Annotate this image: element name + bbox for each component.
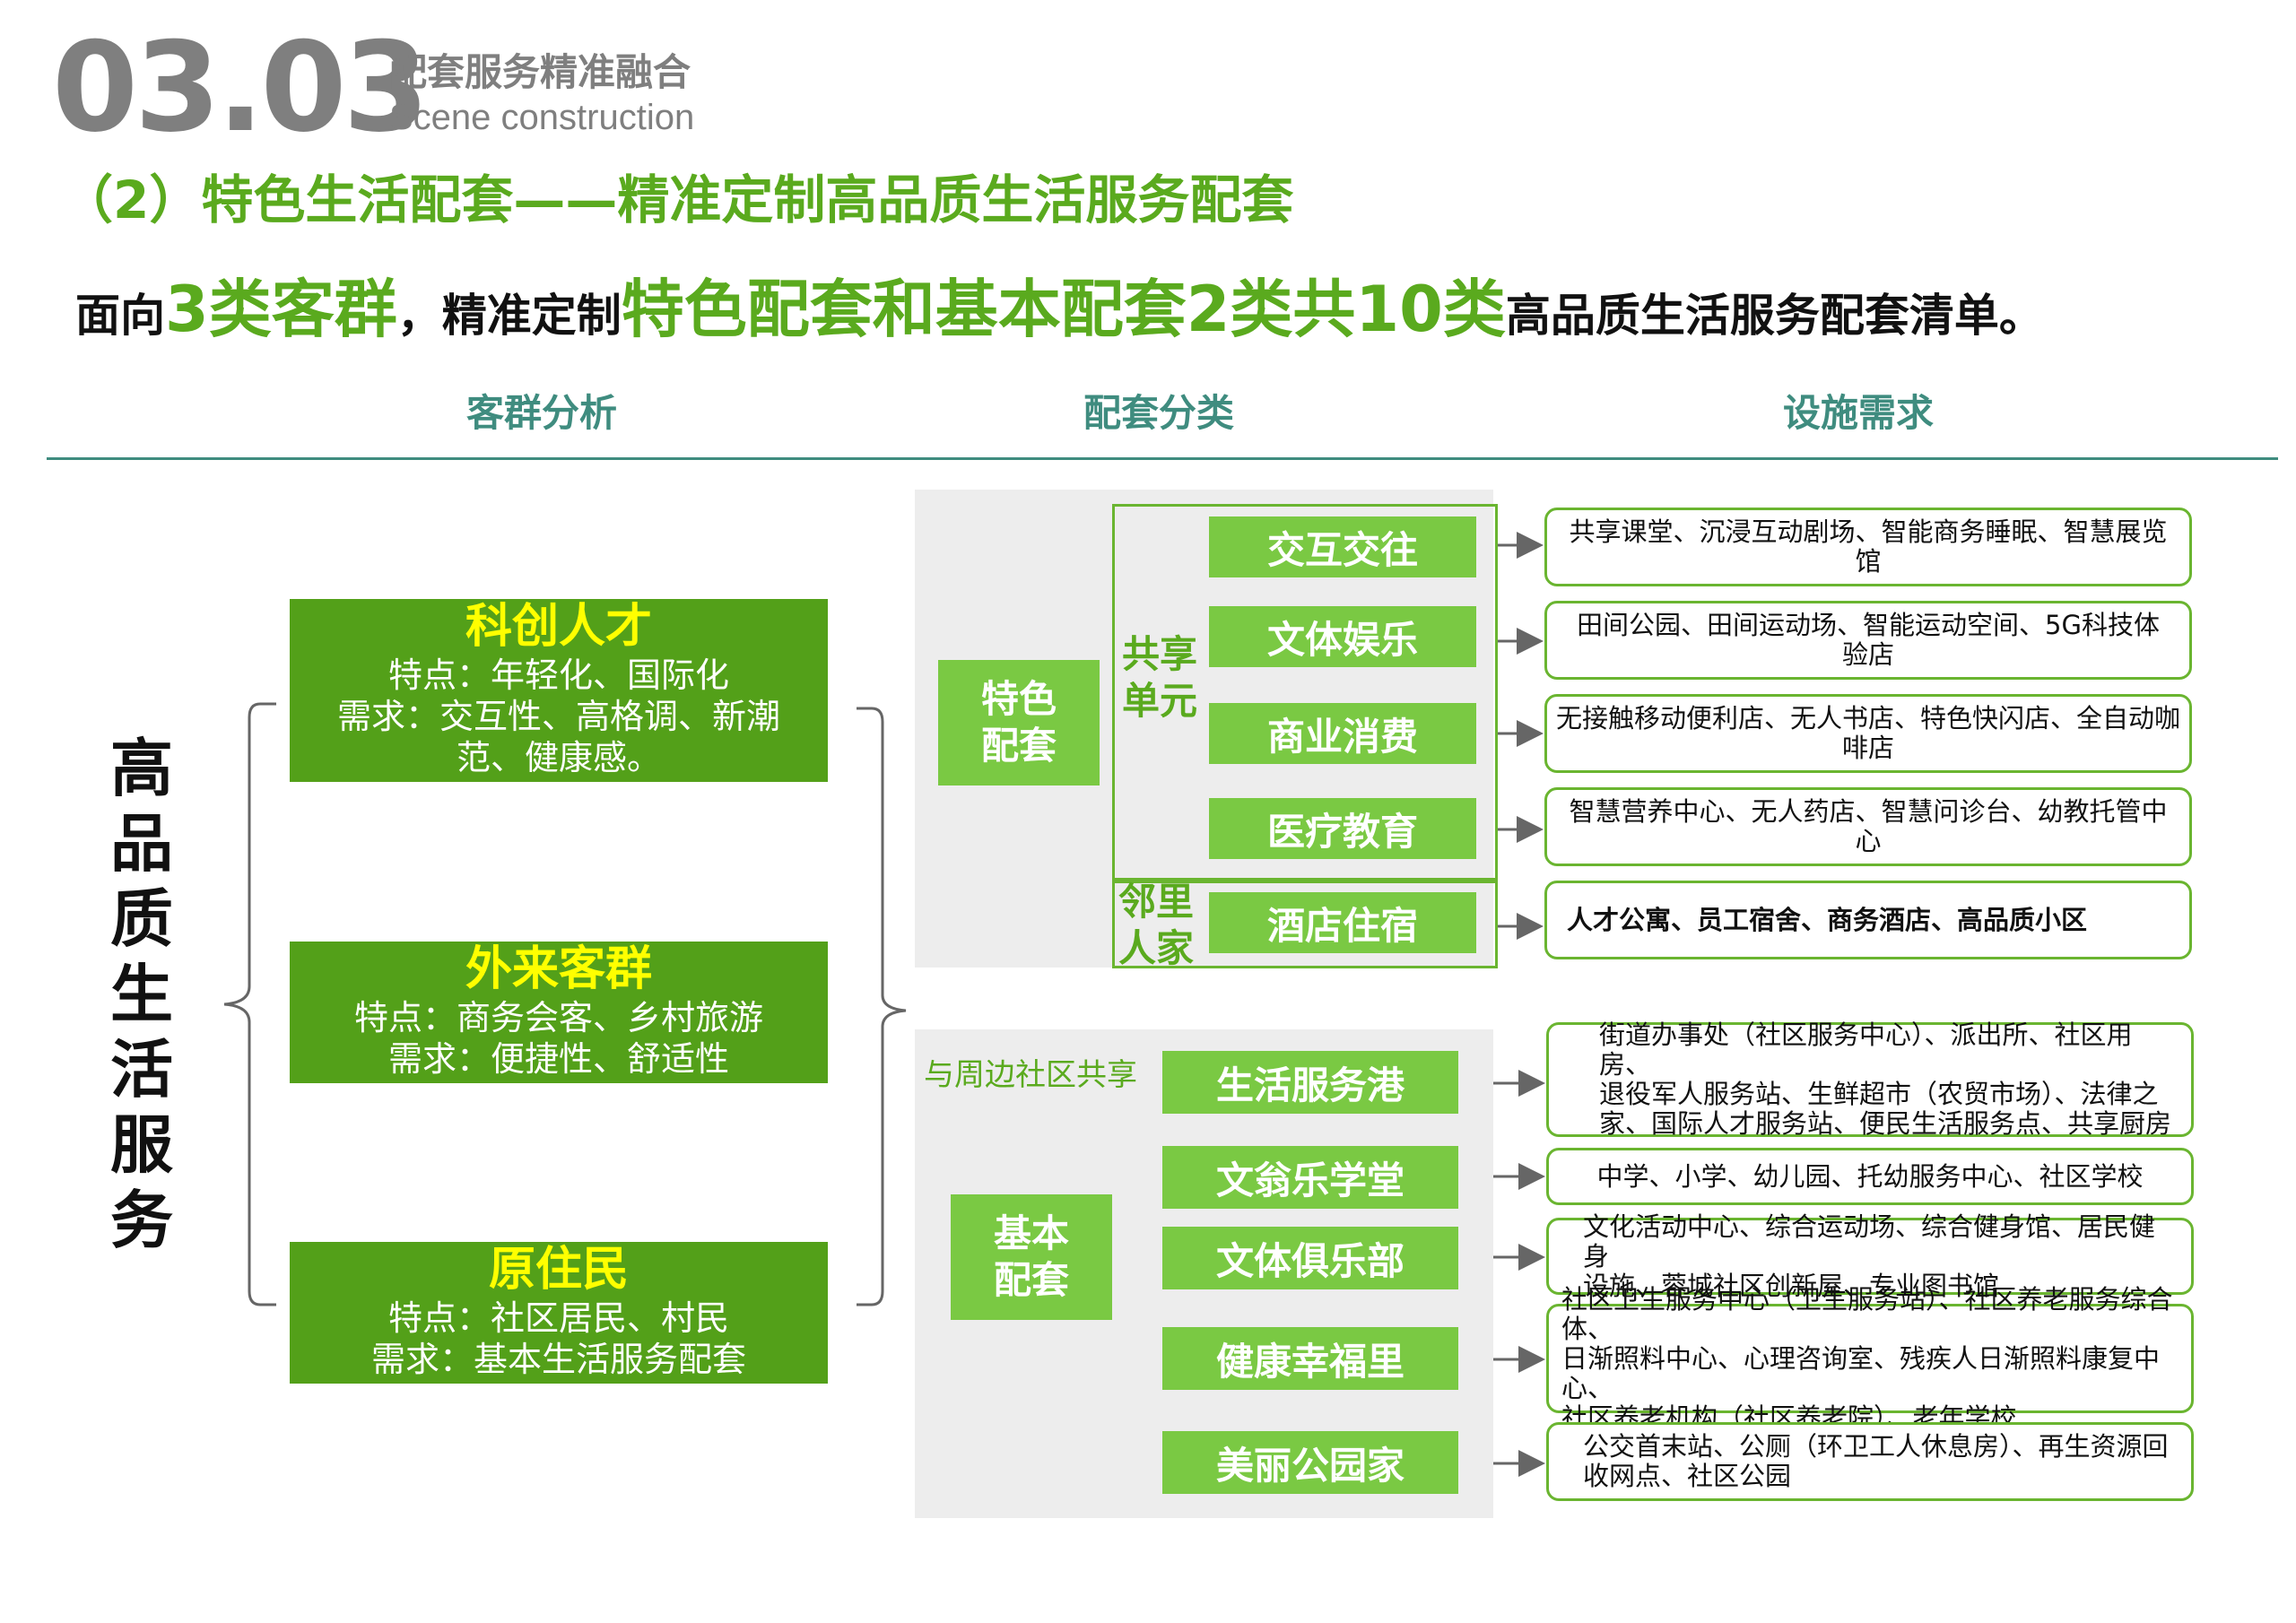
- group-line: 特点：商务会客、乡村旅游: [353, 998, 763, 1037]
- facility-box: 无接触移动便利店、无人书店、特色快闪店、全自动咖啡店: [1544, 694, 2192, 773]
- group-title: 外来客群: [465, 942, 652, 996]
- group-title: 科创人才: [465, 600, 652, 654]
- facility-box: 智慧营养中心、无人药店、智慧问诊台、幼教托管中心: [1544, 787, 2192, 866]
- special-item-commerce: 商业消费: [1209, 703, 1476, 764]
- facility-line: 公交首末站、公厕（环卫工人休息房）、再生资源回: [1583, 1431, 2169, 1462]
- facility-box: 公交首末站、公厕（环卫工人休息房）、再生资源回 收网点、社区公园: [1546, 1422, 2194, 1501]
- facility-line: 文化活动中心、综合运动场、综合健身馆、居民健身: [1583, 1211, 2156, 1271]
- section-title-en: Scene construction: [389, 98, 695, 137]
- facility-box: 街道办事处（社区服务中心）、派出所、社区用房、 退役军人服务站、生鲜超市（农贸市…: [1546, 1020, 2194, 1139]
- shared-note: 与周边社区共享: [924, 1057, 1137, 1093]
- group-box-talent: 科创人才 特点：年轻化、国际化 需求：交互性、高格调、新潮 范、健康感。: [290, 599, 828, 782]
- group-line: 需求：交互性、高格调、新潮: [336, 697, 780, 736]
- facility-line: 中学、小学、幼儿园、托幼服务中心、社区学校: [1596, 1160, 2144, 1192]
- section-title-cn: 配套服务精准融合: [389, 50, 691, 94]
- headline-part: ，精准定制: [396, 290, 622, 342]
- header-rule: [47, 457, 2278, 460]
- facility-line: 街道办事处（社区服务中心）、派出所、社区用房、: [1599, 1020, 2133, 1080]
- neighbor-unit-label-line: 邻里: [1118, 880, 1194, 924]
- group-box-visitors: 外来客群 特点：商务会客、乡村旅游 需求：便捷性、舒适性: [290, 942, 828, 1083]
- vertical-title-char: 服: [110, 1108, 173, 1182]
- column-header-groups: 客群分析: [466, 391, 618, 435]
- group-title: 原住民: [488, 1243, 629, 1297]
- special-item-culture: 文体娱乐: [1209, 606, 1476, 667]
- vertical-title: 高 品 质 生 活 服 务: [106, 731, 178, 1258]
- facility-line: 无接触移动便利店、无人书店、特色快闪店、全自动咖啡店: [1555, 703, 2180, 763]
- facility-line: 智慧营养中心、无人药店、智慧问诊台、幼教托管中心: [1569, 796, 2168, 856]
- vertical-title-char: 品: [110, 807, 173, 881]
- facility-box: 人才公寓、员工宿舍、商务酒店、高品质小区: [1544, 881, 2192, 959]
- column-header-facilities: 设施需求: [1783, 391, 1935, 435]
- shared-unit-label-line: 单元: [1121, 679, 1197, 723]
- facility-box: 文化活动中心、综合运动场、综合健身馆、居民健身 设施、蓉城社区创新屋、专业图书馆: [1546, 1211, 2194, 1300]
- group-box-residents: 原住民 特点：社区居民、村民 需求：基本生活服务配套: [290, 1242, 828, 1384]
- special-category-label: 特色 配套: [938, 660, 1100, 785]
- facility-line: 退役军人服务站、生鲜超市（农贸市场）、法律之: [1599, 1079, 2159, 1109]
- category-label-line: 特色: [980, 677, 1057, 721]
- neighbor-unit-frame: [1112, 881, 1498, 968]
- facility-line: 共享课堂、沉浸互动剧场、智能商务睡眠、智慧展览馆: [1569, 516, 2168, 577]
- headline-emphasis: 特色配套和基本配套2类共10类: [621, 273, 1506, 346]
- facility-line: 设施、蓉城社区创新屋、专业图书馆: [1583, 1270, 2000, 1301]
- neighbor-unit-label: 邻里 人家: [1116, 879, 1196, 972]
- group-line: 需求：便捷性、舒适性: [387, 1039, 729, 1079]
- group-line: 特点：社区居民、村民: [387, 1298, 729, 1338]
- group-line: 需求：基本生活服务配套: [370, 1340, 746, 1379]
- vertical-title-char: 质: [110, 882, 173, 956]
- facility-line: 社区卫生服务中心（卫生服务站）、社区养老服务综合体、: [1561, 1283, 2173, 1344]
- headline: 面向3类客群，精准定制特色配套和基本配套2类共10类高品质生活服务配套清单。: [75, 269, 2044, 367]
- vertical-title-char: 活: [110, 1033, 173, 1107]
- basic-item-learning-hall: 文翁乐学堂: [1162, 1146, 1458, 1209]
- shared-unit-label-line: 共享: [1121, 632, 1197, 676]
- section-number: 03.03: [52, 15, 430, 160]
- facility-line: 田间公园、田间运动场、智能运动空间、5G科技体验店: [1577, 610, 2160, 670]
- basic-item-health-lane: 健康幸福里: [1162, 1327, 1458, 1390]
- headline-emphasis: 3类客群: [165, 273, 397, 346]
- headline-part: 面向: [75, 290, 165, 342]
- special-item-interaction: 交互交往: [1209, 516, 1476, 577]
- category-label-line: 配套: [980, 724, 1057, 768]
- vertical-title-char: 务: [110, 1184, 173, 1257]
- facility-box: 中学、小学、幼儿园、托幼服务中心、社区学校: [1546, 1148, 2194, 1205]
- facility-line: 家、国际人才服务站、便民生活服务点、共享厨房: [1599, 1108, 2172, 1139]
- facility-line: 收网点、社区公园: [1583, 1461, 1792, 1491]
- facility-box: 社区卫生服务中心（卫生服务站）、社区养老服务综合体、 日渐照料中心、心理咨询室、…: [1546, 1284, 2194, 1432]
- neighbor-unit-label-line: 人家: [1118, 926, 1194, 970]
- group-line: 特点：年轻化、国际化: [387, 655, 729, 695]
- vertical-title-char: 高: [110, 732, 173, 805]
- shared-unit-label: 共享 单元: [1119, 631, 1200, 725]
- category-label-line: 配套: [993, 1258, 1069, 1302]
- group-line: 范、健康感。: [456, 738, 661, 777]
- special-item-medical: 医疗教育: [1209, 798, 1476, 859]
- basic-item-service-port: 生活服务港: [1162, 1051, 1458, 1114]
- basic-category-label: 基本 配套: [951, 1194, 1112, 1320]
- basic-item-park-home: 美丽公园家: [1162, 1431, 1458, 1494]
- facility-line: 日渐照料中心、心理咨询室、残疾人日渐照料康复中心、: [1561, 1342, 2161, 1403]
- facility-line: 人才公寓、员工宿舍、商务酒店、高品质小区: [1567, 904, 2088, 935]
- subtitle: （2）特色生活配套——精准定制高品质生活服务配套: [61, 169, 1294, 230]
- column-header-categories: 配套分类: [1083, 391, 1235, 435]
- shared-unit-frame: [1112, 504, 1498, 881]
- vertical-title-char: 生: [110, 958, 173, 1031]
- category-label-line: 基本: [993, 1211, 1069, 1255]
- facility-box: 田间公园、田间运动场、智能运动空间、5G科技体验店: [1544, 601, 2192, 680]
- special-item-hotel: 酒店住宿: [1209, 892, 1476, 953]
- headline-part: 高品质生活服务配套清单。: [1505, 290, 2044, 342]
- basic-item-sports-club: 文体俱乐部: [1162, 1227, 1458, 1289]
- facility-box: 共享课堂、沉浸互动剧场、智能商务睡眠、智慧展览馆: [1544, 508, 2192, 586]
